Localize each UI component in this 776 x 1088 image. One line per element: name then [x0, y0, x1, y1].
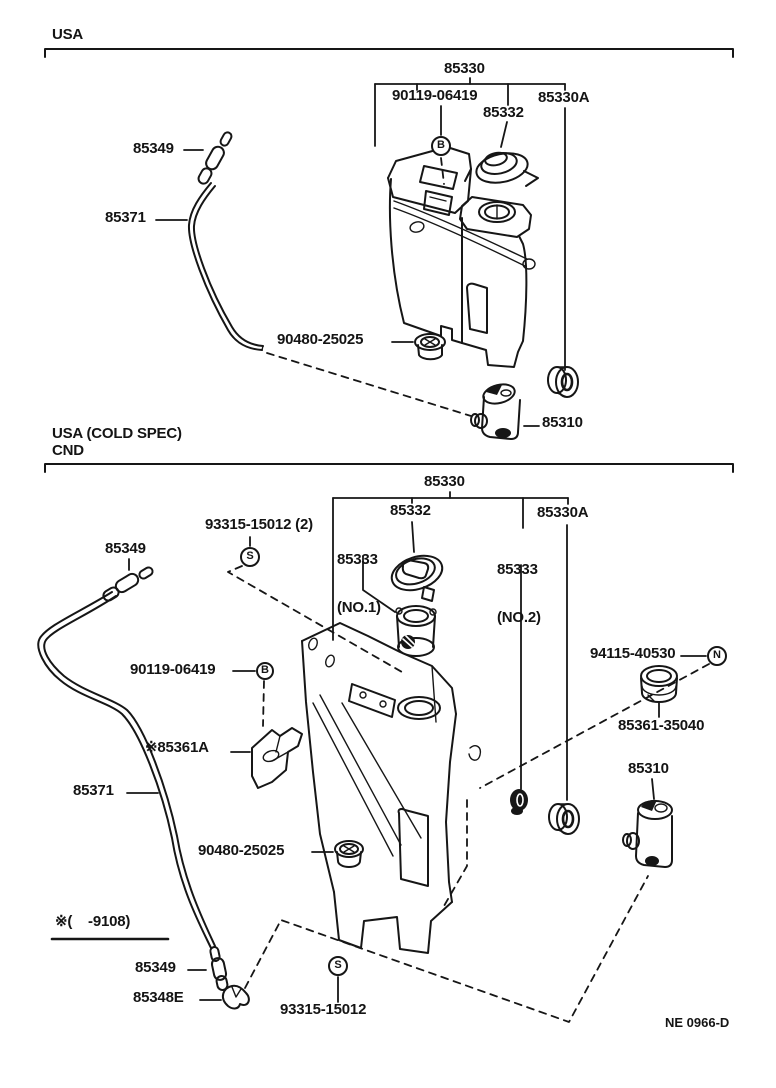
- packing-85333-no2: [510, 789, 528, 815]
- side-grommet-1: [547, 366, 579, 398]
- part-label-85348E: 85348E: [133, 989, 184, 1006]
- section2-header-line2: CND: [52, 442, 84, 459]
- part-label-85330-1: 85330: [444, 60, 485, 77]
- section1-callout-lines: [155, 77, 566, 427]
- screw-mark-s-top: S: [240, 547, 260, 567]
- part-label-85333-no1-line1: 85333: [337, 551, 378, 568]
- part-label-85333-no2-line2: (NO.2): [497, 609, 541, 626]
- reservoir-cap-2: [390, 554, 444, 602]
- part-label-85332-1: 85332: [483, 104, 524, 121]
- screw-mark-s-bottom: S: [328, 956, 348, 976]
- section2-header-line1: USA (COLD SPEC): [52, 425, 182, 442]
- washer-hose-2: [37, 591, 216, 949]
- bolt-mark-b-1: B: [431, 136, 451, 156]
- part-label-90480-25025-1: 90480-25025: [277, 331, 364, 348]
- part-label-85310-2: 85310: [628, 760, 669, 777]
- part-label-93315-15012-qty2: 93315-15012 (2): [205, 516, 313, 533]
- part-label-85361-35040: 85361-35040: [618, 717, 705, 734]
- part-label-85332-2: 85332: [390, 502, 431, 519]
- figure-code: NE 0966-D: [665, 1015, 730, 1030]
- applicability-note: ※( -9108): [55, 913, 131, 930]
- washer-hose-1: [187, 182, 264, 351]
- bracket-85361a: [251, 727, 303, 789]
- washer-nozzle-1: [197, 131, 233, 185]
- side-grommet-2: [548, 803, 580, 835]
- part-label-85330A-2: 85330A: [537, 504, 589, 521]
- part-label-85333-no1: 85333 (NO.1): [337, 520, 381, 648]
- washer-nozzle-2-top: [102, 566, 154, 602]
- part-label-85310-1: 85310: [542, 414, 583, 431]
- strainer-85333-no1: [395, 605, 437, 657]
- part-label-90480-25025-2: 90480-25025: [198, 842, 285, 859]
- part-label-85371-1: 85371: [105, 209, 146, 226]
- grommet-90480-1: [414, 333, 446, 361]
- part-label-93315-15012-bottom: 93315-15012: [280, 1001, 367, 1018]
- part-label-85333-no2: 85333 (NO.2): [497, 530, 541, 658]
- reservoir-tank-2: [301, 622, 482, 954]
- hose-clamp-85361-35040: [640, 665, 678, 703]
- part-label-85333-no2-line1: 85333: [497, 561, 538, 578]
- section1-frame: [44, 48, 734, 58]
- hose-joint-85348e: [221, 984, 250, 1010]
- part-label-85330A-1: 85330A: [538, 89, 590, 106]
- grommet-90480-2: [334, 840, 364, 868]
- part-label-85349-2-bottom: 85349: [135, 959, 176, 976]
- section2-frame: [44, 463, 734, 941]
- part-label-94115-40530: 94115-40530: [590, 645, 676, 662]
- washer-pump-1: [470, 383, 521, 440]
- washer-pump-2: [622, 799, 673, 868]
- reservoir-tank-1: [387, 146, 539, 368]
- part-label-90119-06419-2: 90119-06419: [130, 661, 216, 678]
- part-label-85361A: ※85361A: [145, 739, 209, 756]
- section2-callout-lines: [126, 491, 710, 1023]
- part-label-85349-2-top: 85349: [105, 540, 146, 557]
- part-label-85330-2: 85330: [424, 473, 465, 490]
- part-label-90119-06419-1: 90119-06419: [392, 87, 478, 104]
- part-label-85333-no1-line2: (NO.1): [337, 599, 381, 616]
- section1-header: USA: [52, 26, 84, 43]
- part-label-85371-2: 85371: [73, 782, 114, 799]
- washer-nozzle-2-bottom: [209, 946, 229, 991]
- nut-mark-n: N: [707, 646, 727, 666]
- bolt-mark-b-2: B: [256, 662, 274, 680]
- part-label-85349-1: 85349: [133, 140, 174, 157]
